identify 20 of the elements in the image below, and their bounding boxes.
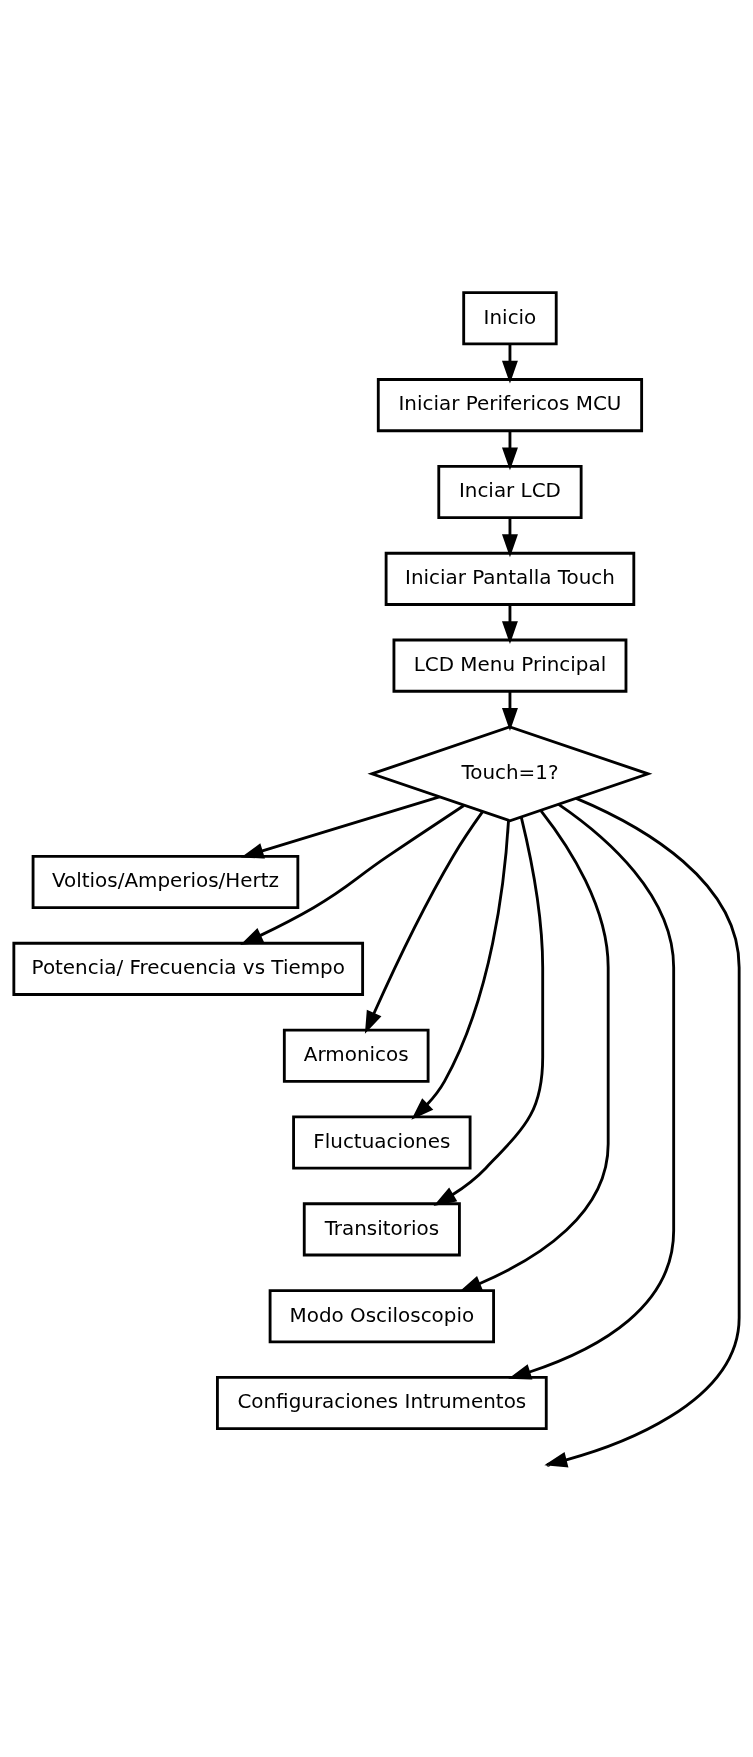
arrow xyxy=(458,809,610,1292)
node-box: Iniciar Pantalla Touch xyxy=(384,551,636,606)
arrow xyxy=(240,795,440,859)
node-box: Inicio xyxy=(462,290,558,345)
node-box: Inciar LCD xyxy=(437,464,583,519)
arrow xyxy=(240,803,465,945)
node-box: Armonicos xyxy=(282,1028,430,1083)
node-box: LCD Menu Principal xyxy=(392,638,628,693)
arrow xyxy=(411,820,510,1120)
node-box: Transitorios xyxy=(302,1201,461,1256)
node-diamond: Touch=1? xyxy=(367,724,653,822)
arrow xyxy=(433,816,545,1206)
arrow xyxy=(364,810,484,1034)
node-box: Voltios/Amperios/Hertz xyxy=(31,854,300,909)
node-box: Configuraciones Intrumentos xyxy=(216,1375,548,1430)
node-box: Iniciar Perifericos MCU xyxy=(376,377,644,432)
node-box: Fluctuaciones xyxy=(292,1115,472,1170)
node-box: Modo Osciloscopio xyxy=(268,1288,495,1343)
arrow xyxy=(508,802,676,1379)
node-box: Potencia/ Frecuencia vs Tiempo xyxy=(12,941,365,996)
